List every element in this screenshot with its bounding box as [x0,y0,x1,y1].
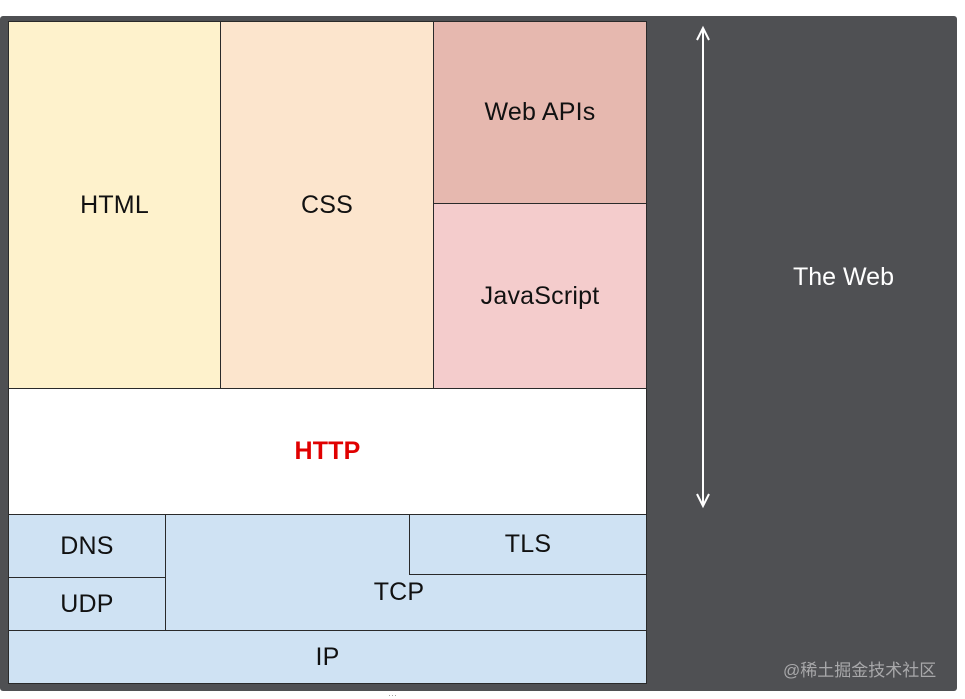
layer-ip: IP [8,630,647,684]
watermark: @稀土掘金技术社区 [783,661,937,680]
layer-udp: UDP [8,577,166,632]
layer-tls: TLS [409,514,647,575]
layer-http: HTTP [8,388,647,515]
layer-tls-label: TLS [504,530,552,558]
layer-javascript-label: JavaScript [480,281,600,310]
layer-ip-label: IP [315,642,340,671]
layer-dns: DNS [8,514,166,579]
layer-web-apis-label: Web APIs [484,98,596,126]
layer-html-label: HTML [80,190,149,219]
layer-tcp-label: TCP [373,578,425,606]
layer-html: HTML [8,21,221,389]
resize-handle-icon[interactable]: ⋯ [388,690,398,699]
layer-web-apis: Web APIs [433,21,647,204]
double-arrow-icon [696,25,710,509]
layer-udp-label: UDP [60,590,114,618]
layer-css-label: CSS [300,190,353,219]
layer-dns-label: DNS [60,532,114,560]
layer-http-label: HTTP [294,437,361,465]
layer-css: CSS [220,21,434,389]
layer-javascript: JavaScript [433,203,647,389]
the-web-label: The Web [793,263,894,291]
